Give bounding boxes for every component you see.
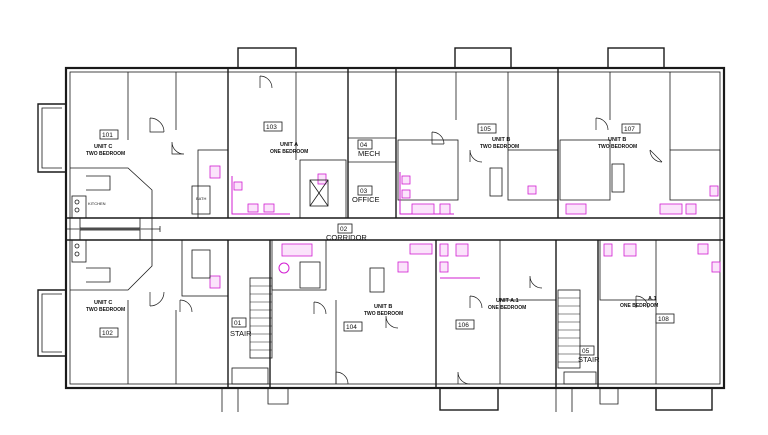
unit-desc-105: TWO BEDROOM [480,144,519,150]
unit-type-108: A.1 [648,296,657,302]
kitchen-label: KITCHEN [88,201,106,206]
stair-05-name: STAIR [578,355,600,364]
unit-type-103: UNIT A [280,142,298,148]
stair-01 [231,277,273,385]
room-number-106: 106 [458,322,469,329]
stair-01-number: 01 [234,320,242,327]
corridor [66,217,724,241]
mech-name: MECH [358,149,380,158]
unit-desc-101: TWO BEDROOM [86,151,125,157]
unit-desc-108: ONE BEDROOM [620,303,658,309]
fixtures [209,165,721,289]
unit-type-105: UNIT B [492,137,510,143]
room-number-108: 108 [658,316,669,323]
mech-number: 04 [360,142,368,149]
top-partitions [127,68,721,219]
room-number-107: 107 [624,126,635,133]
unit-type-104: UNIT B [374,304,392,310]
stair-01-name: STAIR [230,329,252,338]
unit-desc-107: TWO BEDROOM [598,144,637,150]
room-tags [99,121,675,356]
unit-type-107: UNIT B [608,137,626,143]
bottom-partitions [127,239,657,388]
unit-type-101: UNIT C [94,144,112,150]
room-number-101: 101 [102,132,113,139]
bath-label: BATH [196,196,206,201]
office-name: OFFICE [352,195,380,204]
kitchen-unit-c [70,167,153,291]
unit-desc-102: TWO BEDROOM [86,307,125,313]
room-number-105: 105 [480,126,491,133]
corridor-name: CORRIDOR [326,233,367,242]
islands [191,163,625,293]
unit-type-106: UNIT A.1 [496,298,519,304]
unit-desc-106: ONE BEDROOM [488,305,526,311]
labels: 101 UNIT C TWO BEDROOM 102 UNIT C TWO BE… [86,124,669,364]
unit-desc-103: ONE BEDROOM [270,149,308,155]
stair-05-number: 05 [582,348,590,355]
stair-05 [557,289,597,385]
office-number: 03 [360,188,368,195]
corridor-number: 02 [340,226,348,233]
doors [149,75,663,385]
unit-desc-104: TWO BEDROOM [364,311,403,317]
room-number-102: 102 [102,330,113,337]
room-number-103: 103 [266,124,277,131]
room-number-104: 104 [346,324,357,331]
unit-type-102: UNIT C [94,300,112,306]
building-shell [37,47,726,412]
